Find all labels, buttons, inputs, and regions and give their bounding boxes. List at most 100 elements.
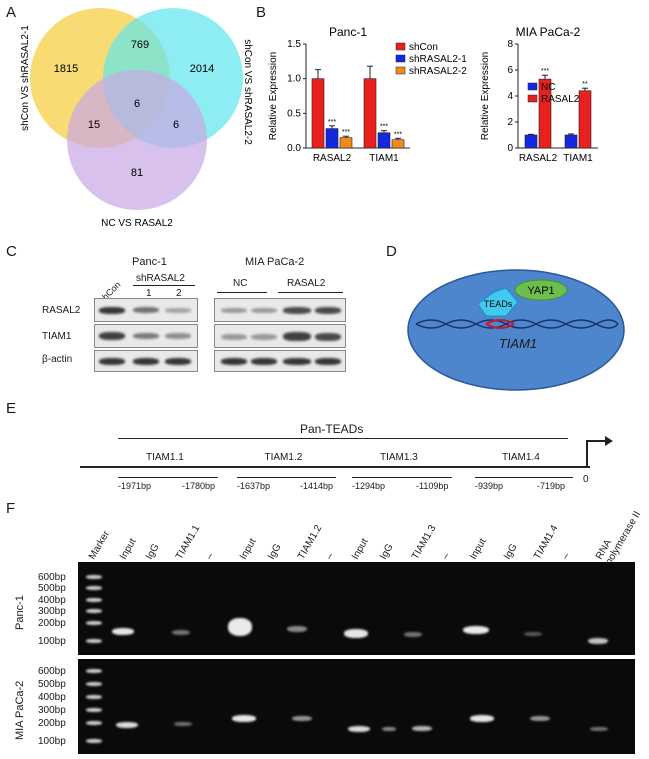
ladder-label: 200bp bbox=[38, 718, 66, 729]
panel-letter-b: B bbox=[256, 4, 267, 21]
region-end: -1414bp bbox=[300, 481, 334, 491]
y-tick-label: 8 bbox=[507, 39, 513, 50]
bar bbox=[339, 137, 353, 149]
blot-band bbox=[99, 358, 125, 365]
wb-lane1-label: 1 bbox=[146, 288, 152, 299]
y-tick-label: 6 bbox=[507, 65, 513, 76]
y-tick-label: 4 bbox=[507, 91, 513, 102]
gel-panc1 bbox=[78, 562, 635, 655]
significance-label: *** bbox=[380, 124, 388, 131]
significance-label: ** bbox=[582, 81, 588, 88]
chip-lane-label: TIAM1.2 bbox=[296, 523, 325, 562]
gel-band bbox=[470, 715, 494, 722]
y-tick-label: 0.0 bbox=[287, 143, 301, 154]
legend-label: NC bbox=[541, 82, 555, 93]
ladder-band bbox=[86, 575, 102, 579]
dna-strand-1 bbox=[415, 319, 619, 329]
ladder-band bbox=[86, 721, 102, 725]
gel-miapaca2 bbox=[78, 659, 635, 754]
wb-lane2-label: 2 bbox=[176, 288, 182, 299]
significance-label: *** bbox=[342, 129, 350, 136]
venn-set1-label: shCon VS shRASAL2-1 bbox=[20, 25, 31, 131]
blot-band bbox=[133, 358, 159, 365]
gel-band bbox=[588, 638, 608, 644]
blot-band bbox=[315, 307, 341, 314]
region-bracket bbox=[118, 477, 218, 478]
venn-c23: 6 bbox=[173, 119, 179, 131]
legend-label: shRASAL2-1 bbox=[409, 54, 467, 65]
region-name: TIAM1.3 bbox=[380, 452, 418, 463]
wb-rasal2-label: RASAL2 bbox=[287, 278, 326, 289]
region-end: -719bp bbox=[537, 481, 566, 491]
chip-lane-label: Input bbox=[118, 536, 139, 562]
bar bbox=[391, 139, 405, 149]
gel-band bbox=[348, 726, 370, 732]
chip-lane-label: IgG bbox=[266, 542, 284, 562]
venn-set3-label: NC VS RASAL2 bbox=[101, 218, 173, 229]
region-end: -1780bp bbox=[182, 481, 216, 491]
legend-label: RASAL2 bbox=[541, 94, 580, 105]
wb-panc1-title: Panc-1 bbox=[132, 256, 167, 268]
binding-site-2 bbox=[485, 323, 515, 329]
venn-c12: 769 bbox=[131, 39, 149, 51]
ladder-label: 200bp bbox=[38, 618, 66, 629]
blot-band bbox=[315, 333, 341, 341]
gel-band bbox=[174, 722, 192, 726]
yap1-protein bbox=[514, 279, 568, 301]
blot-band bbox=[251, 334, 277, 340]
bar bbox=[524, 134, 538, 149]
gel-band bbox=[228, 618, 252, 636]
wb-shrasal2-bracket bbox=[133, 285, 195, 286]
ladder-band bbox=[86, 609, 102, 613]
chip-lane-label: Marker bbox=[87, 529, 113, 562]
chip-lane-label: Input bbox=[350, 536, 371, 562]
wb-nc-bracket bbox=[217, 292, 267, 293]
teads-label: TEADs bbox=[484, 299, 513, 309]
x-tick-label: TIAM1 bbox=[369, 153, 399, 164]
blot-band bbox=[133, 307, 159, 313]
chip-lane-label: TIAM1.4 bbox=[532, 523, 561, 562]
x-tick-label: RASAL2 bbox=[519, 153, 558, 164]
ladder-label: 300bp bbox=[38, 705, 66, 716]
wb-mia-title: MIA PaCa-2 bbox=[245, 256, 305, 268]
ladder-band bbox=[86, 708, 102, 712]
gel-band bbox=[524, 632, 542, 636]
ladder-label: 600bp bbox=[38, 666, 66, 677]
ladder-label: 600bp bbox=[38, 572, 66, 583]
gel-band bbox=[112, 628, 134, 635]
ladder-label: 500bp bbox=[38, 583, 66, 594]
gel-band bbox=[232, 715, 256, 722]
legend-label: shRASAL2-2 bbox=[409, 66, 467, 77]
venn-set3-circle bbox=[67, 70, 207, 210]
blot-band bbox=[315, 358, 341, 365]
chip-lane-label: IgG bbox=[144, 542, 162, 562]
x-tick-label: TIAM1 bbox=[563, 153, 593, 164]
gel-band bbox=[344, 629, 368, 638]
ladder-band bbox=[86, 598, 102, 602]
significance-label: *** bbox=[394, 131, 402, 138]
promoter-title: Pan-TEADs bbox=[300, 422, 364, 436]
gel-band bbox=[172, 630, 190, 635]
ladder-label: 400bp bbox=[38, 595, 66, 606]
panel-letter-f: F bbox=[6, 500, 16, 517]
pan-teads-bracket bbox=[118, 438, 568, 439]
blot-band bbox=[165, 358, 191, 365]
ladder-band bbox=[86, 739, 102, 743]
chip-lane-label: – bbox=[324, 551, 337, 562]
blot-mia-actin bbox=[214, 350, 346, 372]
gel-band bbox=[404, 632, 422, 637]
ladder-label: 500bp bbox=[38, 679, 66, 690]
y-tick-label: 1.0 bbox=[287, 74, 301, 85]
blot-panc-actin bbox=[94, 350, 198, 372]
chip-lane-label: RNA polymerase II bbox=[594, 509, 644, 567]
legend-swatch bbox=[395, 54, 406, 63]
bar bbox=[564, 134, 578, 149]
legend-swatch bbox=[395, 42, 406, 51]
blot-band bbox=[221, 308, 247, 313]
venn-c13: 15 bbox=[88, 119, 100, 131]
model-diagram: YAP1 TEADs TIAM1 bbox=[407, 269, 625, 391]
region-bracket bbox=[237, 477, 336, 478]
wb-row-actin: β-actin bbox=[42, 354, 73, 365]
bar bbox=[578, 90, 592, 149]
y-axis-label: Relative Expression bbox=[268, 52, 279, 140]
